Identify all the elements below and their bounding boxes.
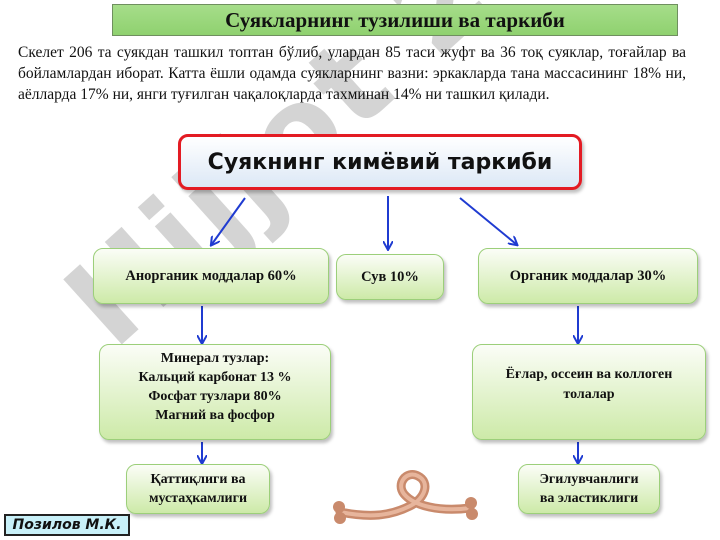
chemical-composition-box: Суякнинг кимёвий таркиби bbox=[178, 134, 582, 190]
organic-detail-box: Ёғлар, оссеин ва коллоген толалар bbox=[472, 344, 706, 440]
water-box: Сув 10% bbox=[336, 254, 444, 300]
hardness-line-1: Қаттиқлиги ва bbox=[150, 472, 246, 487]
page-title: Суякларнинг тузилиши ва таркиби bbox=[112, 4, 678, 36]
author-label: Позилов М.К. bbox=[4, 514, 130, 536]
flexibility-box: Эгилувчанлиги ва эластиклиги bbox=[518, 464, 660, 514]
mineral-line-1: Минерал тузлар: bbox=[160, 351, 270, 366]
hardness-box: Қаттиқлиги ва мустаҳкамлиги bbox=[126, 464, 270, 514]
mineral-salts-box: Минерал тузлар: Кальций карбонат 13 % Фо… bbox=[99, 344, 331, 440]
mineral-line-3: Фосфат тузлари 80% bbox=[148, 389, 282, 404]
knotted-bone-image bbox=[333, 470, 478, 524]
organic-substances-box: Органик моддалар 30% bbox=[478, 248, 698, 304]
arrow-main-organic bbox=[459, 197, 516, 244]
hardness-line-2: мустаҳкамлиги bbox=[148, 491, 248, 506]
flexibility-line-2: ва эластиклиги bbox=[539, 491, 639, 506]
organic-detail-line-1: Ёғлар, оссеин ва коллоген bbox=[505, 367, 673, 382]
mineral-line-2: Кальций карбонат 13 % bbox=[138, 370, 292, 385]
inorganic-substances-box: Анорганик моддалар 60% bbox=[93, 248, 329, 304]
flexibility-line-1: Эгилувчанлиги bbox=[539, 472, 639, 487]
organic-detail-line-2: толалар bbox=[563, 387, 615, 402]
mineral-line-4: Магний ва фосфор bbox=[155, 408, 275, 423]
arrow-main-inorganic bbox=[212, 197, 246, 244]
intro-paragraph: Скелет 206 та суякдан ташкил топтан бўли… bbox=[18, 44, 686, 103]
